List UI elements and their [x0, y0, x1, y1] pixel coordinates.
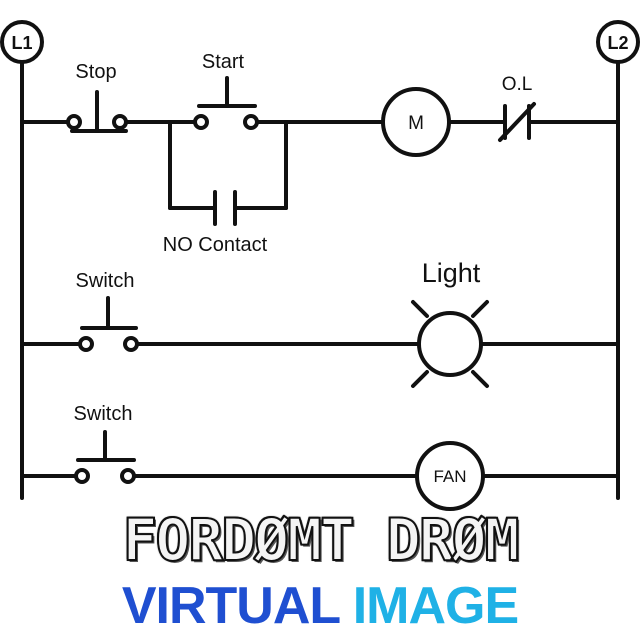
- motor-label: M: [408, 113, 424, 134]
- stop-label: Stop: [75, 61, 116, 83]
- rung-2-switch-label: Switch: [76, 270, 135, 292]
- start-label: Start: [202, 51, 245, 73]
- banner-subtitle-part2: IMAGE: [352, 577, 519, 635]
- stop-pushbutton: [66, 90, 128, 133]
- right-rail-label: L2: [607, 33, 628, 53]
- banner-subtitle-part1: VIRTUAL: [121, 577, 340, 635]
- rung-2-switch: [78, 296, 139, 352]
- motor-coil: [381, 87, 451, 157]
- overload-label: O.L: [502, 74, 533, 95]
- seal-in-label: NO Contact: [163, 234, 268, 256]
- light-label: Light: [422, 258, 481, 288]
- start-pushbutton: [193, 76, 259, 130]
- banner-title: FORDØMT DRØM: [121, 505, 520, 575]
- light-lamp: [411, 300, 489, 388]
- fan-label: FAN: [433, 467, 466, 486]
- left-rail-label: L1: [11, 33, 32, 53]
- right-rail-terminal: [596, 20, 640, 64]
- fan-motor: [415, 441, 485, 511]
- overload-contact: [498, 102, 536, 142]
- seal-in-contact: [213, 190, 237, 226]
- rung-3-switch: [74, 430, 136, 484]
- left-rail-terminal: [0, 20, 44, 64]
- rung-1-wiring: [20, 120, 620, 210]
- rung-3-switch-label: Switch: [74, 403, 133, 425]
- banner-subtitle: VIRTUAL IMAGE: [0, 575, 640, 637]
